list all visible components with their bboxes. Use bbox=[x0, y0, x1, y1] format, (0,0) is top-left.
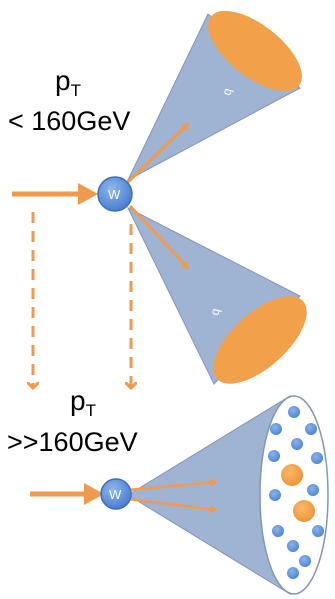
orange-subjet bbox=[281, 464, 303, 486]
pt-label-top: pT bbox=[55, 65, 81, 100]
pt-subscript-top: T bbox=[71, 81, 81, 100]
w-boson-label-bottom: W bbox=[109, 487, 122, 502]
incoming-w-arrowhead-top bbox=[78, 183, 98, 205]
particle bbox=[305, 423, 317, 435]
bottom-panel: W pT >>160GeV bbox=[7, 385, 329, 595]
particle bbox=[287, 567, 299, 579]
pt-label-bottom: pT bbox=[70, 385, 96, 420]
upper-quark-arrow bbox=[126, 122, 190, 184]
particle bbox=[287, 540, 299, 552]
lower-quark-arrow bbox=[128, 204, 190, 270]
lower-quark-label: q bbox=[207, 307, 222, 317]
pt-condition-bottom: >>160GeV bbox=[7, 427, 138, 457]
upper-quark-label: q bbox=[219, 87, 234, 97]
collimated-arrow-upper bbox=[127, 478, 218, 492]
orange-subjet bbox=[293, 500, 315, 522]
particle bbox=[269, 489, 281, 501]
collimated-arrow-lower bbox=[127, 497, 218, 514]
jet-cross-section bbox=[259, 395, 329, 595]
particle bbox=[311, 452, 323, 464]
w-boson-top bbox=[97, 176, 133, 212]
merged-jet-cone bbox=[127, 395, 329, 595]
particle bbox=[312, 525, 324, 537]
transition-arrows bbox=[33, 212, 131, 388]
pt-subscript-bottom: T bbox=[86, 401, 96, 420]
particle bbox=[268, 450, 280, 462]
particle bbox=[299, 555, 311, 567]
pt-condition-top: < 160GeV bbox=[8, 106, 130, 136]
incoming-w-arrowhead-bottom bbox=[84, 483, 104, 505]
pt-symbol-bottom: p bbox=[70, 385, 86, 416]
particle bbox=[272, 525, 284, 537]
pt-symbol-top: p bbox=[55, 65, 71, 96]
particle bbox=[291, 438, 303, 450]
particle bbox=[270, 423, 282, 435]
w-boson-bottom bbox=[100, 478, 132, 510]
particle bbox=[307, 484, 319, 496]
particle bbox=[288, 406, 300, 418]
top-panel: q q W pT < 160GeV bbox=[8, 10, 307, 385]
w-boson-label-top: W bbox=[108, 187, 121, 202]
